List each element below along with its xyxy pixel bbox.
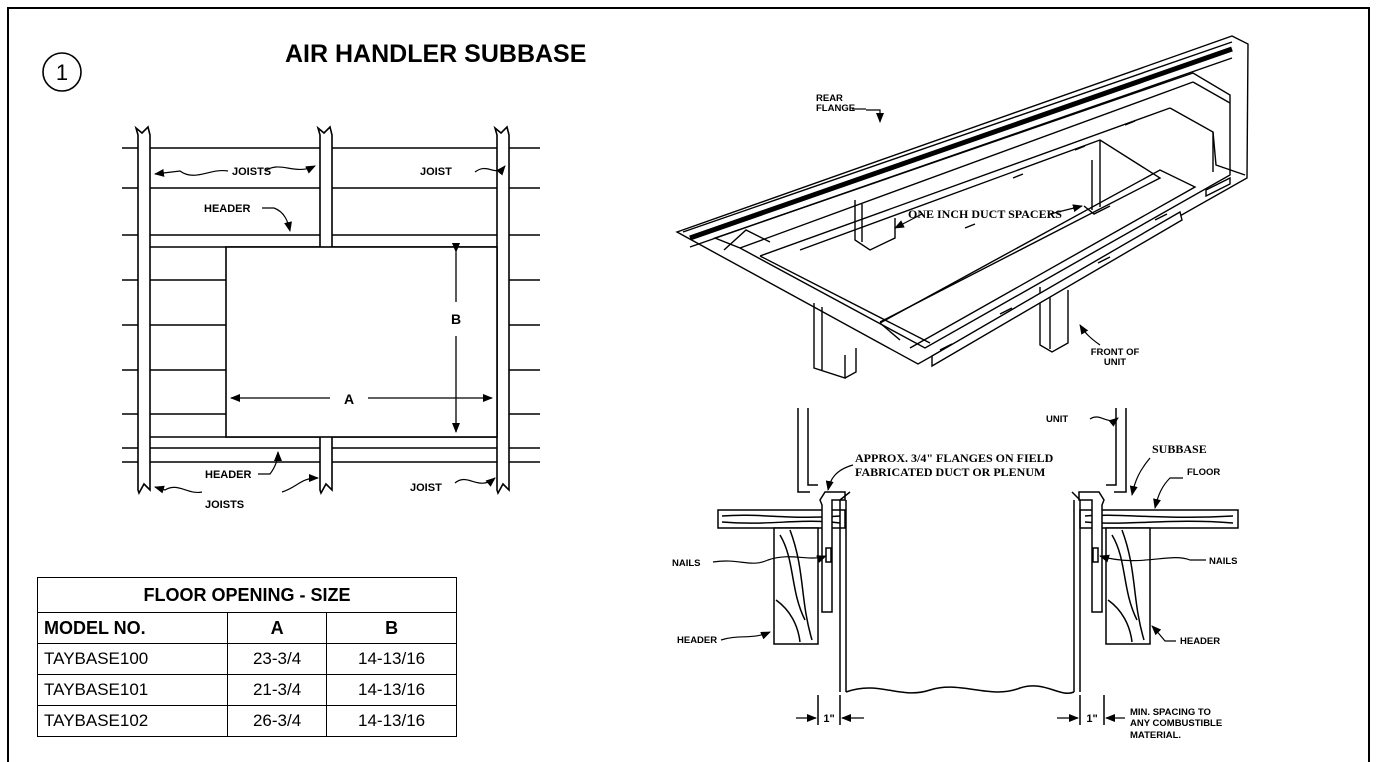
table-row: TAYBASE101 21-3/4 14-13/16 [37, 674, 457, 706]
header-label-bottom: HEADER [205, 469, 252, 481]
rear-flange-label-line1: REAR [816, 93, 843, 104]
figure-number-badge: 1 [42, 52, 82, 92]
cell-b: 14-13/16 [326, 705, 457, 737]
figure-title: AIR HANDLER SUBBASE [285, 40, 586, 68]
min-spacing-label-line1: MIN. SPACING TO [1130, 707, 1211, 718]
front-of-unit-label-line2: UNIT [1104, 357, 1126, 368]
min-spacing-label-line2: ANY COMBUSTIBLE [1130, 718, 1222, 729]
spacing-left-label: 1" [823, 713, 834, 725]
section-leaders [712, 416, 1206, 642]
nails-label-left: NAILS [672, 558, 701, 569]
joist-label-bottom-right: JOIST [410, 482, 442, 494]
nails-label-right: NAILS [1209, 556, 1238, 567]
iso-leaders [852, 108, 1101, 346]
unit-label: UNIT [1046, 414, 1068, 425]
joists-label-top: JOISTS [232, 166, 271, 178]
cell-a: 21-3/4 [226, 674, 328, 706]
floor-plan-dimensions [230, 243, 493, 433]
dimension-b-label: B [451, 311, 461, 327]
cell-model: TAYBASE100 [37, 643, 228, 675]
cell-a: 23-3/4 [226, 643, 328, 675]
cell-model: TAYBASE101 [37, 674, 228, 706]
subbase-isometric-drawing [675, 35, 1249, 379]
header-label-right: HEADER [1180, 636, 1220, 647]
column-header-a: A [226, 612, 328, 644]
column-header-b: B [326, 612, 457, 644]
floor-opening-size-table: FLOOR OPENING - SIZE MODEL NO. A B TAYBA… [37, 577, 457, 737]
section-view-drawing [717, 408, 1239, 725]
page-border [7, 7, 1370, 762]
figure-number: 1 [56, 60, 68, 85]
floor-plan-leaders [154, 165, 506, 494]
cell-a: 26-3/4 [226, 705, 328, 737]
approx-flanges-label-line1: APPROX. 3/4" FLANGES ON FIELD [855, 451, 1054, 465]
header-label-top: HEADER [204, 203, 251, 215]
table-caption: FLOOR OPENING - SIZE [37, 577, 457, 613]
front-of-unit-label-line1: FRONT OF [1091, 347, 1140, 358]
subbase-label: SUBBASE [1152, 442, 1207, 456]
cell-b: 14-13/16 [326, 674, 457, 706]
table-row: TAYBASE102 26-3/4 14-13/16 [37, 705, 457, 737]
duct-spacers-label: ONE INCH DUCT SPACERS [908, 207, 1062, 221]
header-label-left: HEADER [677, 635, 717, 646]
floor-label: FLOOR [1187, 467, 1220, 478]
column-header-model: MODEL NO. [37, 612, 228, 644]
floor-plan-drawing [122, 125, 540, 495]
spacing-right-label: 1" [1086, 713, 1097, 725]
dimension-a-label: A [344, 391, 354, 407]
joists-label-bottom: JOISTS [205, 499, 244, 511]
table-row: TAYBASE100 23-3/4 14-13/16 [37, 643, 457, 675]
joist-label-top-right: JOIST [420, 166, 452, 178]
approx-flanges-label-line2: FABRICATED DUCT OR PLENUM [855, 465, 1045, 479]
min-spacing-label-line3: MATERIAL. [1130, 730, 1181, 741]
cell-model: TAYBASE102 [37, 705, 228, 737]
rear-flange-label-line2: FLANGE [816, 103, 855, 114]
table-caption-row: FLOOR OPENING - SIZE [37, 577, 457, 613]
cell-b: 14-13/16 [326, 643, 457, 675]
table-header-row: MODEL NO. A B [37, 612, 457, 644]
